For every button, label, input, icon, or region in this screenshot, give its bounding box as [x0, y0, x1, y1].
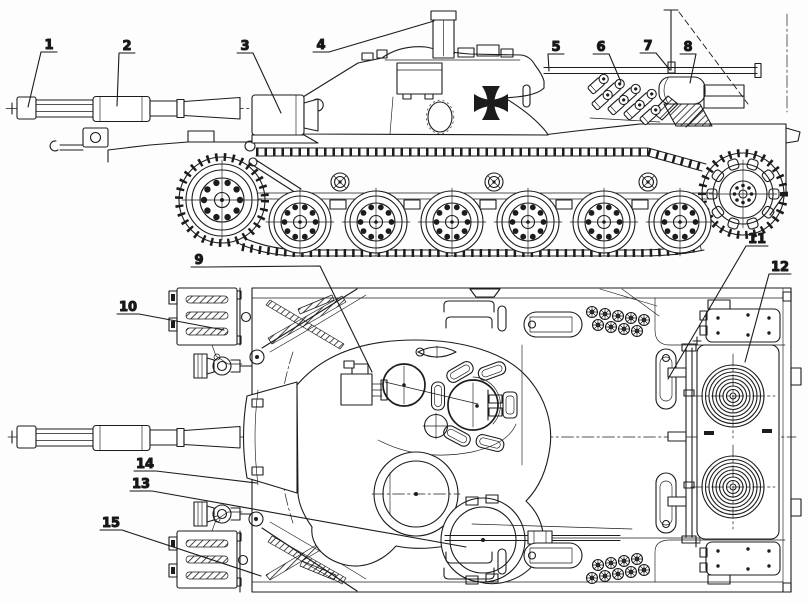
rear-corner-plate: [705, 308, 781, 343]
callout-8: 8: [679, 39, 697, 84]
muzzle: [16, 96, 37, 120]
callout-15: 15: [99, 515, 262, 577]
sight-box: [340, 373, 373, 406]
callout-label-15: 15: [102, 516, 120, 531]
callout-3: 3: [236, 38, 282, 114]
rear-deck-equipment: [658, 9, 788, 128]
callout-14: 14: [133, 456, 258, 484]
callout-label-11: 11: [748, 232, 766, 247]
track-assembly: [175, 147, 788, 257]
callout-label-10: 10: [119, 300, 137, 315]
engine-deck: [654, 291, 802, 593]
turret-plan: [296, 339, 701, 585]
callout-6: 6: [592, 39, 622, 83]
callout-13: 13: [129, 476, 467, 548]
callout-9: 9: [190, 252, 373, 373]
callout-label-5: 5: [551, 40, 560, 55]
callout-5: 5: [547, 39, 565, 72]
callout-1: 1: [27, 37, 58, 108]
callout-label-6: 6: [596, 40, 605, 55]
callout-label-9: 9: [194, 253, 203, 268]
callout-2: 2: [116, 38, 136, 107]
callout-4: 4: [312, 20, 435, 54]
turret-side-hatch: [427, 101, 453, 133]
front-road-wheel: [181, 159, 263, 241]
callout-7: 7: [639, 38, 671, 71]
callout-label-1: 1: [44, 38, 53, 53]
callout-label-12: 12: [771, 260, 789, 275]
callout-10: 10: [116, 299, 225, 331]
mantlet-plan: [242, 381, 298, 494]
headlight: [82, 127, 109, 148]
callout-label-8: 8: [683, 40, 692, 55]
headlamp-assembly-right: [193, 501, 253, 532]
front-fender-box-left: [168, 287, 238, 346]
callout-label-3: 3: [240, 39, 249, 54]
filler-pad: [655, 348, 677, 410]
callout-label-4: 4: [316, 38, 325, 53]
drive-sprocket: [706, 158, 780, 230]
callout-label-14: 14: [136, 457, 154, 472]
callout-label-13: 13: [132, 477, 150, 492]
turret-side: [302, 10, 762, 136]
plan-view: [7, 287, 802, 593]
callout-11: 11: [667, 231, 769, 380]
headlamp-assembly-left: [193, 344, 253, 379]
turret-stowage-box: [396, 62, 443, 95]
bore-evacuator: [92, 95, 151, 123]
mid-deck-fittings: [443, 288, 660, 580]
iron-cross-insignia: [474, 86, 508, 120]
main-gun-plan: [7, 381, 797, 494]
main-gun-side: [5, 94, 319, 144]
callout-label-2: 2: [122, 39, 131, 54]
side-view: [5, 9, 801, 257]
callout-label-7: 7: [643, 39, 652, 54]
front-fender-box-right: [168, 530, 238, 589]
smoke-dischargers-side: [586, 71, 679, 126]
callout-12: 12: [744, 259, 792, 363]
